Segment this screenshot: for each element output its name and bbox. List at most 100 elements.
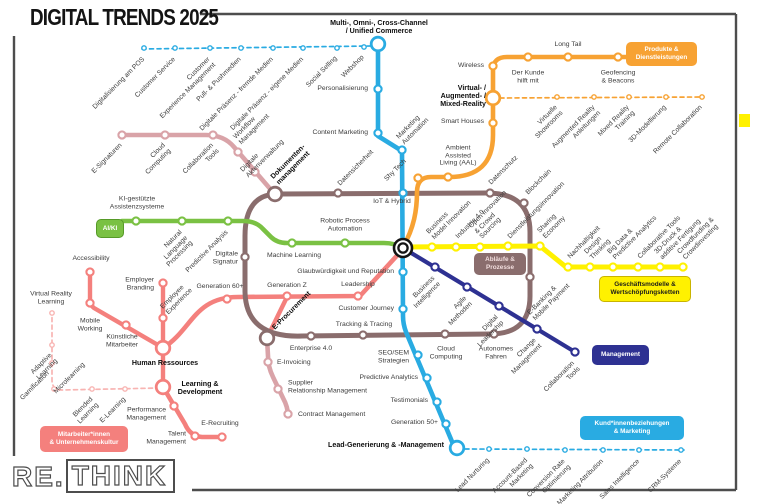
geschaeftsmodelle-line-station [451,242,461,252]
produkte-dashed-line-station [626,94,632,100]
kundenbeziehungen-line-station [432,397,442,407]
seo-sem-strategien-label: SEO/SEM Strategien [378,349,409,364]
hr-main-line [160,246,406,351]
hr-employer-branch-station [158,313,168,323]
produkte-dashed-line-station [663,94,669,100]
kundenbeziehungen-line-station [398,188,408,198]
kundenbeziehungen-dashed-top-station [270,45,276,51]
ablaeufe-prozesse-ring-station [525,272,535,282]
interchange-station [258,329,276,347]
collaboration-tools-label: Collaboration Tools [542,360,582,394]
kundenbeziehungen-dashed-bottom-station [600,447,606,453]
e-procurement-line-station [263,357,273,367]
blended-learning-label: Blended Learning [71,396,100,426]
kundenbeziehungen-line-station [398,267,408,277]
lead-nurturing-label: Lead Nurturing [454,457,491,494]
hr-employer-branch-station [158,278,168,288]
e-recruiting-label: E-Recruiting [201,420,239,428]
kundenbeziehungen-line-station [422,373,432,383]
abl-ufe-prozesse-box: Abläufe & Prozesse [474,253,526,275]
geschaeftsmodelle-line-station [535,241,545,251]
hr-lower-line-station [169,401,179,411]
collaboration-tools-label: Collaboration Tools [181,142,221,176]
enterprise-4-0-label: Enterprise 4.0 [289,345,333,353]
learning-development-dashed-line-station [89,386,95,392]
ai-ki-line-station [287,238,297,248]
dokumentenmanagement-line-station [117,130,127,140]
management-box: Management [592,345,649,365]
interchange-station [154,339,172,357]
produkte-dashed-line-station [591,94,597,100]
produkte-dashed-line-station [554,94,560,100]
ki-gest-tzte-assistenzsysteme-label: KI-gestützte Assistenzsysteme [109,195,165,210]
sales-intelligence-label: Sales Intelligence [598,458,641,501]
dokumentenmanagement-line-station [233,147,243,157]
learning-development-dashed-line-station [51,386,57,392]
accessibility-label: Accessibility [72,255,110,263]
geschaeftsmodelle-line-station [563,262,573,272]
produkte-line-station [563,52,573,62]
geschaeftsmodelle-line-station [503,241,513,251]
learning-development-dashed-line-station [49,310,55,316]
learning-development-dashed-line-station [122,386,128,392]
virtual-reality-learning-label: Virtual Reality Learning [30,290,72,305]
produkte-line-station [443,172,453,182]
business-intelligence-label: Business Intelligence [411,275,442,310]
learning-development-dashed-line-station [49,360,55,366]
marketing-automation-label: Marketing Automation [395,114,430,146]
agile-methoden-label: Agile Methoden [447,295,474,327]
learning-development-label: Learning & Development [177,380,223,396]
kundenbeziehungen-line-station [441,419,451,429]
hr-main-line-station [282,291,292,301]
geschaeftsmodelle-line-station [475,242,485,252]
cloud-computing-label: Cloud Computing [429,345,463,360]
kundenbeziehungen-dashed-bottom-station [486,446,492,452]
lead-generierung-management-label: Lead-Generierung & -Management [328,441,444,450]
management-line-station [462,282,472,292]
management-line-station [570,347,580,357]
ablaeufe-prozesse-ring-station [240,252,250,262]
e-signaturen-label: E-Signaturen [90,142,124,176]
kundenbeziehungen-dashed-top-station [300,45,306,51]
management-line-station [430,262,440,272]
ablaeufe-prozesse-ring-station [333,188,343,198]
hr-accessibility-branch-station [85,298,95,308]
interchange-station [154,378,172,396]
management-line-station [494,301,504,311]
interchange-station [484,89,502,107]
predictive-analytics-label: Predictive Analytics [359,374,418,382]
ablaeufe-prozesse-ring-station [485,188,495,198]
hr-accessibility-branch-station [121,320,131,330]
long-tail-label: Long Tail [554,41,582,49]
geschaeftsmodelle-line-station [678,262,688,272]
kundenbeziehungen-dashed-top-station [238,45,244,51]
produkte-dashed-line [499,96,705,99]
dokumentenmanagement-line-station [160,130,170,140]
iot-hybrid-label: IoT & Hybrid [373,198,411,206]
kundenbeziehungen-line-station [397,145,407,155]
datenschutz-label: Datenschutz [487,154,520,187]
personalisierung-label: Personalisierung [317,85,368,93]
customer-journey-label: Customer Journey [338,305,394,313]
e-invoicing-label: E-Invoicing [277,359,311,367]
ablaeufe-prozesse-ring-station [358,330,368,340]
logo-re: RE. [11,460,65,492]
logo-think: THINK [65,459,176,494]
geschaeftsmodelle-line-station [655,262,665,272]
digital-leadership-label: Digital Leadership [476,314,506,349]
mobile-working-label: Mobile Working [77,317,103,332]
ai-ki-line-station [131,216,141,226]
ablaeufe-prozesse-ring-station [489,329,499,339]
ai-ki-box: AI/KI [96,219,124,238]
kundenbeziehungen-line-station [373,84,383,94]
produkte-dashed-line-station [699,94,705,100]
gesch-ftsmodelle-wertsch-pfungsketten-box: Geschäftsmodelle & Wertschöpfungsketten [599,276,691,302]
cloud-computing-label: Cloud Computing [144,142,173,176]
e-learning-label: E-Learning [98,396,127,425]
kundenbeziehungen-line-station [398,304,408,314]
mitarbeiter-innen-unternehmenskultur-box: Mitarbeiter*innen & Unternehmenskultur [40,426,128,452]
employee-experience-label: Employee Experience [159,283,194,316]
